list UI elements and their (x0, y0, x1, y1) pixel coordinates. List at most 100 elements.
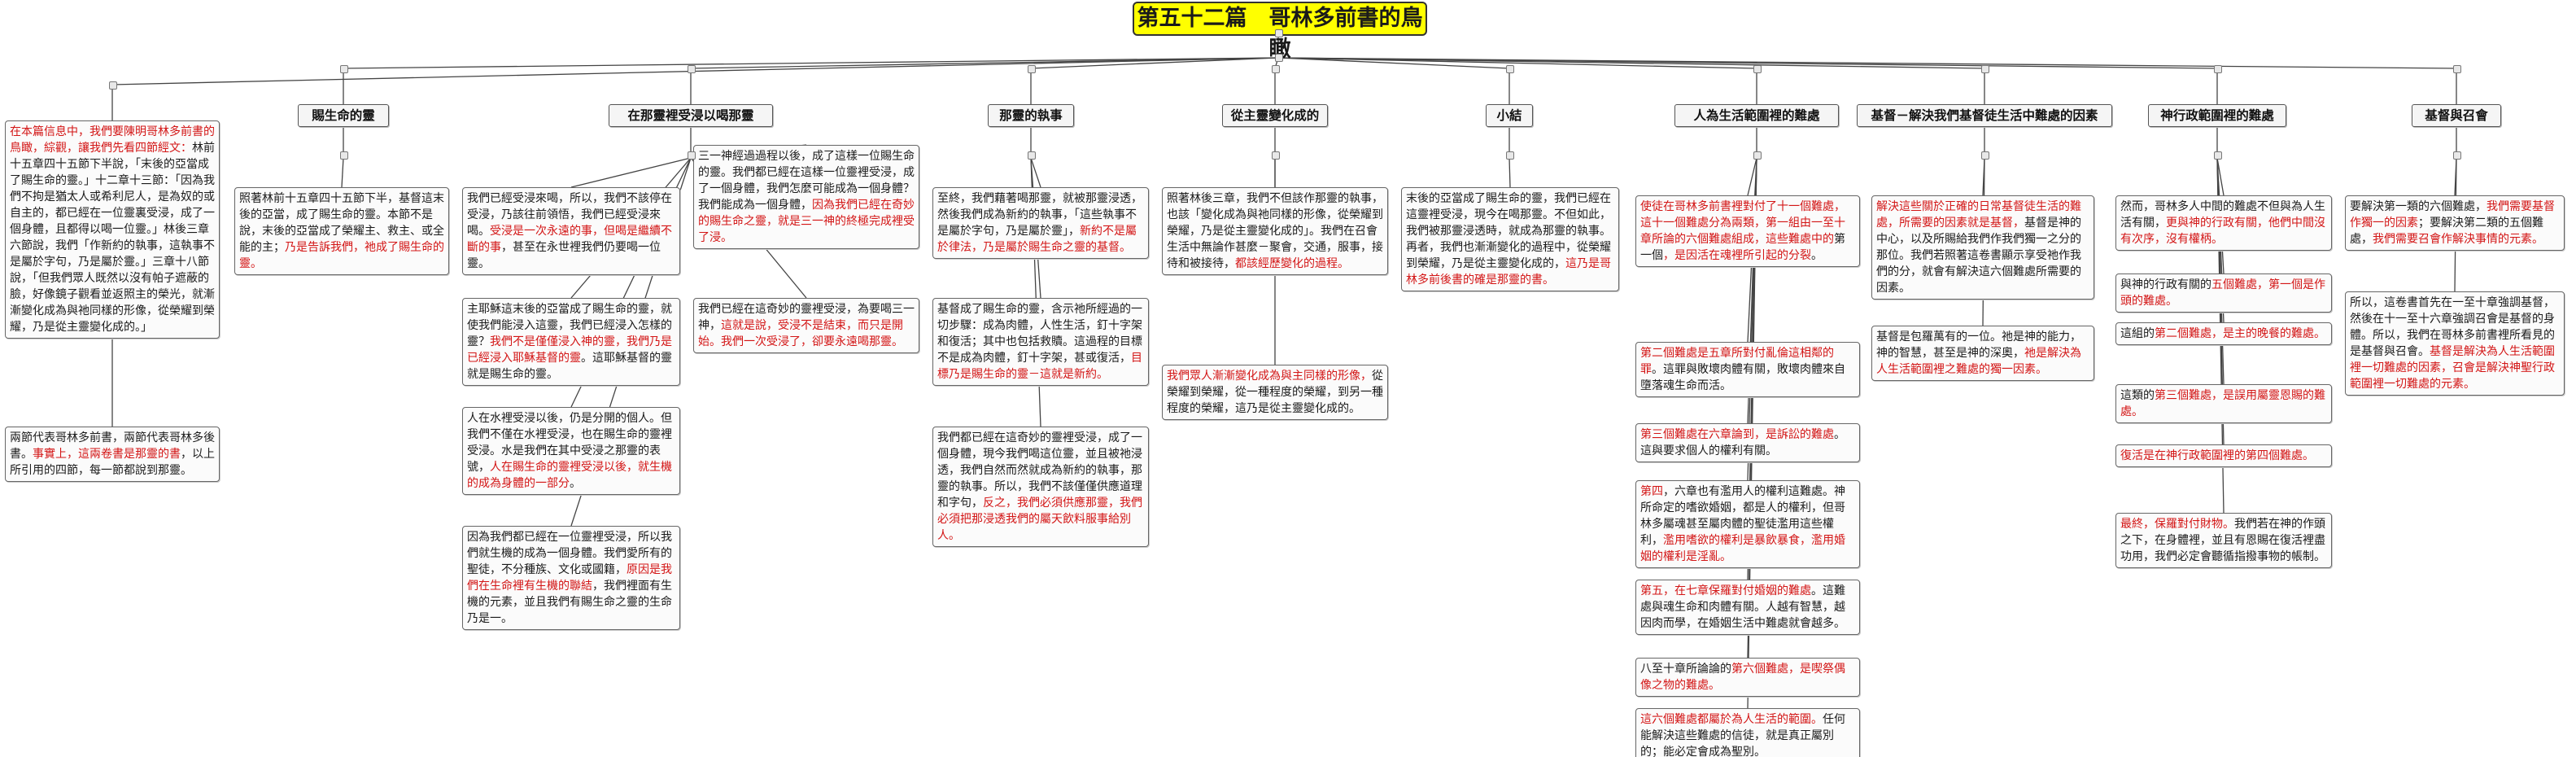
branch-node[interactable]: 我們已經受浸來喝，所以，我們不該停在受浸，乃該往前領悟，我們已經受浸來喝。受浸是… (462, 187, 680, 275)
highlighted-text: 第四 (1640, 485, 1663, 498)
branch-node[interactable]: 基督成了賜生命的靈，含示祂所經過的一切步驟：成為肉體，人性生活，釘十字架和復活；… (932, 298, 1149, 386)
branch-node[interactable]: 第四，六章也有濫用人的權利這難處。神所命定的嗜欲婚姻，都是人的權利，但哥林多屬魂… (1635, 480, 1860, 568)
highlighted-text: 原因是我們在生命裡有生機的聯結 (467, 563, 672, 593)
node-toggle-icon[interactable] (2214, 151, 2222, 160)
branch-toggle-icon[interactable] (1272, 65, 1280, 73)
intro-node[interactable]: 在本篇信息中，我們要陳明哥林多前書的鳥瞰，綜觀，讓我們先看四節經文：林前十五章四… (5, 120, 220, 339)
branch-header[interactable]: 從主靈變化成的 (1222, 104, 1328, 127)
body-text: 我們已經受浸來喝，所以，我們不該停在受浸，乃該往前領悟，我們已經受浸來喝。 (467, 192, 672, 238)
branch-node[interactable]: 我們眾人漸漸變化成為與主同樣的形像，從榮耀到榮耀，從一種程度的榮耀，到另一種程度… (1162, 365, 1388, 420)
branch-header[interactable]: 人為生活範圍裡的難處 (1674, 104, 1839, 127)
branch-header[interactable]: 小結 (1486, 104, 1533, 127)
highlighted-text: 乃是告訴我們，祂成了賜生命的靈。 (239, 241, 444, 270)
branch-node[interactable]: 八至十章所論論的第六個難處，是喫祭偶像之物的難處。 (1635, 658, 1860, 697)
child-link-line (2216, 157, 2225, 196)
branch-node[interactable]: 復活是在神行政範圍裡的第四個難處。 (2115, 444, 2332, 467)
branch-toggle-icon[interactable] (688, 65, 696, 73)
branch-node[interactable]: 與神的行政有關的五個難處，第一個是作頭的難處。 (2115, 273, 2332, 313)
body-text: 我們若在神的作頭之下，在身體裡，並且有恩賜在復活裡盡功用，我們必定會聽循指撥事物… (2120, 518, 2325, 563)
body-text: ，六章也有濫用人的權利這難處。神所命定的嗜欲婚姻，都是人的權利，但哥林多屬魂甚至… (1640, 485, 1845, 547)
node-toggle-icon[interactable] (1753, 151, 1762, 160)
root-collapse-icon[interactable] (1275, 29, 1283, 37)
branch-node[interactable]: 所以，這卷書首先在一至十章強調基督，然後在十一至十六章強調召會是基督的身體。所以… (2345, 291, 2565, 396)
branch-node[interactable]: 至終，我們藉著喝那靈，就被那靈浸透，然後我們成為新約的執事，「這些執事不是屬於字… (932, 187, 1149, 259)
highlighted-text: 新約不是屬於律法，乃是屬於賜生命之靈的基督。 (937, 225, 1137, 254)
branch-header[interactable]: 在那靈裡受浸以喝那靈 (609, 104, 773, 127)
node-toggle-icon[interactable] (1506, 151, 1514, 160)
highlighted-text: 受浸是一次永遠的事，但喝是繼續不斷的事 (467, 225, 672, 254)
branch-node[interactable]: 然而，哥林多人中間的難處不但與為人生活有關，更與神的行政有關，他們中間沒有次序，… (2115, 195, 2332, 251)
node-toggle-icon[interactable] (1981, 151, 1989, 160)
intro-node[interactable]: 兩節代表哥林多前書，兩節代表哥林多後書。事實上，這兩卷書是那靈的書，以上所引用的… (5, 427, 220, 482)
branch-header[interactable]: 神行政範圍裡的難處 (2148, 104, 2286, 127)
branch-header[interactable]: 基督－解決我們基督徒生活中難處的因素 (1857, 104, 2112, 127)
branch-node[interactable]: 要解決第一類的六個難處，我們需要基督作獨一的因素；要解決第二類的五個難處，我們需… (2345, 195, 2565, 251)
branch-node[interactable]: 三一神經過過程以後，成了這樣一位賜生命的靈。我們都已經在這樣一位靈裡受浸，成了一… (693, 145, 919, 249)
highlighted-text: 第二個難處，是主的晚餐的難處。 (2155, 327, 2325, 340)
branch-node[interactable]: 這組的第二個難處，是主的晚餐的難處。 (2115, 322, 2332, 345)
branch-node[interactable]: 這類的第三個難處，是誤用屬靈恩賜的難處。 (2115, 384, 2332, 423)
branch-toggle-icon[interactable] (2453, 65, 2461, 73)
branch-node[interactable]: 第三個難處在六章論到，是訴訟的難處。這與要求個人的權利有關。 (1635, 423, 1860, 462)
node-toggle-icon[interactable] (688, 151, 696, 160)
body-text: 。這罪與敗壞肉體有關，敗壞肉體來自墮落魂生命而活。 (1640, 363, 1845, 392)
body-text: 人在水裡受浸以後，仍是分開的個人。但我們不僅在水裡受浸，也在賜生命的靈裡受浸。水… (467, 412, 672, 474)
node-toggle-icon[interactable] (1028, 151, 1036, 160)
branch-line (1277, 57, 1757, 69)
child-link-line (341, 157, 344, 188)
branch-toggle-icon[interactable] (340, 65, 348, 73)
branch-node[interactable]: 我們已經在這奇妙的靈裡受浸，為要喝三一神，這就是說，受浸不是結束，而只是開始。我… (693, 298, 919, 353)
child-link-line (1747, 157, 1757, 196)
highlighted-text: 我們需要基督作獨一的因素 (2350, 200, 2555, 230)
branch-line (1277, 57, 1510, 69)
branch-node[interactable]: 因為我們都已經在一位靈裡受浸，所以我們就生機的成為一個身體。我們愛所有的聖徒，不… (462, 526, 680, 630)
highlighted-text: 第三個難處，是誤用屬靈恩賜的難處。 (2120, 389, 2325, 418)
branch-node[interactable]: 照著林後三章，我們不但該作那靈的執事，也該「變化成為與祂同樣的形像，從榮耀到榮耀… (1162, 187, 1388, 275)
branch-toggle-icon[interactable] (1981, 65, 1989, 73)
branch-header[interactable]: 賜生命的靈 (298, 104, 389, 127)
branch-toggle-icon[interactable] (1506, 65, 1514, 73)
branch-node[interactable]: 解決這些關於正確的日常基督徒生活的難處，所需要的因素就是基督，基督是神的中心，以… (1871, 195, 2094, 300)
branch-node[interactable]: 末後的亞當成了賜生命的靈，我們已經在這靈裡受浸，現今在喝那靈。不但如此，我們被那… (1401, 187, 1619, 291)
branch-toggle-icon[interactable] (1028, 65, 1036, 73)
branch-node[interactable]: 主耶穌這末後的亞當成了賜生命的靈，就使我們能浸入這靈，我們已經浸入怎樣的靈？我們… (462, 298, 680, 386)
branch-line (690, 57, 1279, 69)
branch-node[interactable]: 照著林前十五章四十五節下半，基督這末後的亞當，成了賜生命的靈。本節不是說，末後的… (234, 187, 449, 275)
body-text: 主耶穌這末後的亞當成了賜生命的靈，就使我們能浸入這靈，我們已經浸入怎樣的靈？ (467, 303, 672, 348)
branch-header[interactable]: 基督與召會 (2412, 104, 2501, 127)
branch-toggle-icon[interactable] (2214, 65, 2222, 73)
root-hub-icon[interactable] (1275, 54, 1283, 62)
branch-node[interactable]: 我們都已經在這奇妙的靈裡受浸，成了一個身體，現今我們喝這位靈，並且被祂浸透，我們… (932, 427, 1149, 547)
highlighted-text: 這六個難處都屬於為人生活的範圍。 (1640, 713, 1823, 726)
node-toggle-icon[interactable] (1272, 151, 1280, 160)
branch-header[interactable]: 那靈的執事 (988, 104, 1074, 127)
branch-node[interactable]: 使徒在哥林多前書裡對付了十一個難處，這十一個難處分為兩類，第一組由一至十章所論的… (1635, 195, 1860, 267)
branch-toggle-icon[interactable] (1753, 65, 1762, 73)
highlighted-text: 都該經歷變化的過程。 (1235, 257, 1349, 270)
branch-node[interactable]: 最終，保羅對付財物。我們若在神的作頭之下，在身體裡，並且有恩賜在復活裡盡功用，我… (2115, 513, 2332, 568)
body-text: 照著林後三章，我們不但該作那靈的執事，也該「變化成為與祂同樣的形像，從榮耀到榮耀… (1167, 192, 1383, 270)
body-text: 我們都已經在這奇妙的靈裡受浸，成了一個身體，現今我們喝這位靈，並且被祂浸透，我們… (937, 431, 1142, 510)
node-toggle-icon[interactable] (340, 151, 348, 160)
branch-node[interactable]: 基督是包羅萬有的一位。祂是神的能力，神的智慧，甚至是神的深奧，祂是解決為人生活範… (1871, 326, 2094, 381)
body-text: 然而，哥林多人中間的難處不但與為人生活有關， (2120, 200, 2325, 230)
node-toggle-icon[interactable] (2453, 151, 2461, 160)
highlighted-text: 更與神的行政有關，他們中間沒有次序，沒有權柄。 (2120, 217, 2325, 246)
branch-toggle-icon[interactable] (109, 81, 117, 90)
highlighted-text: 基督是解決為人生活範圍裡一切難處的因素，召會是解決神聖行政範圍裡一切難處的元素。 (2350, 345, 2555, 391)
highlighted-text: 目標乃是賜生命的靈－這就是新約。 (937, 352, 1142, 381)
body-text: 從榮耀到榮耀，從一種程度的榮耀，到另一種程度的榮耀，這乃是從主靈變化成的。 (1167, 370, 1383, 415)
branch-node[interactable]: 第五，在七章保羅對付婚姻的難處。這難處與魂生命和肉體有關。人越有智慧，越因肉而學… (1635, 580, 1860, 635)
body-text: 與神的行政有關的 (2120, 278, 2211, 291)
body-text: 。這難處與魂生命和肉體有關。人越有智慧，越因肉而學，在婚姻生活中難處就會越多。 (1640, 584, 1845, 630)
branch-node[interactable]: 人在水裡受浸以後，仍是分開的個人。但我們不僅在水裡受浸，也在賜生命的靈裡受浸。水… (462, 407, 680, 495)
child-link-line (1030, 157, 1041, 188)
body-text: ；要解決第二類的五個難處， (2350, 217, 2543, 246)
highlighted-text: 我們眾人漸漸變化成為與主同樣的形像， (1167, 370, 1372, 383)
highlighted-text: 因為我們已經在奇妙的賜生命之靈，就是三一神的終極完成裡受了浸。 (698, 199, 915, 244)
body-text: 基督是包羅萬有的一位。祂是神的能力，神的智慧，甚至是神的深奧， (1876, 330, 2081, 360)
body-text: 這類的 (2120, 389, 2155, 402)
branch-node[interactable]: 這六個難處都屬於為人生活的範圍。任何能解決這些難處的信徒，就是真正屬別的；能必定… (1635, 708, 1860, 757)
branch-node[interactable]: 第二個難處是五章所對付亂倫這相鄰的罪。這罪與敗壞肉體有關，敗壞肉體來自墮落魂生命… (1635, 342, 1860, 397)
highlighted-text: 在本篇信息中，我們要陳明哥林多前書的鳥瞰，綜觀，讓我們先看四節經文： (10, 125, 215, 155)
